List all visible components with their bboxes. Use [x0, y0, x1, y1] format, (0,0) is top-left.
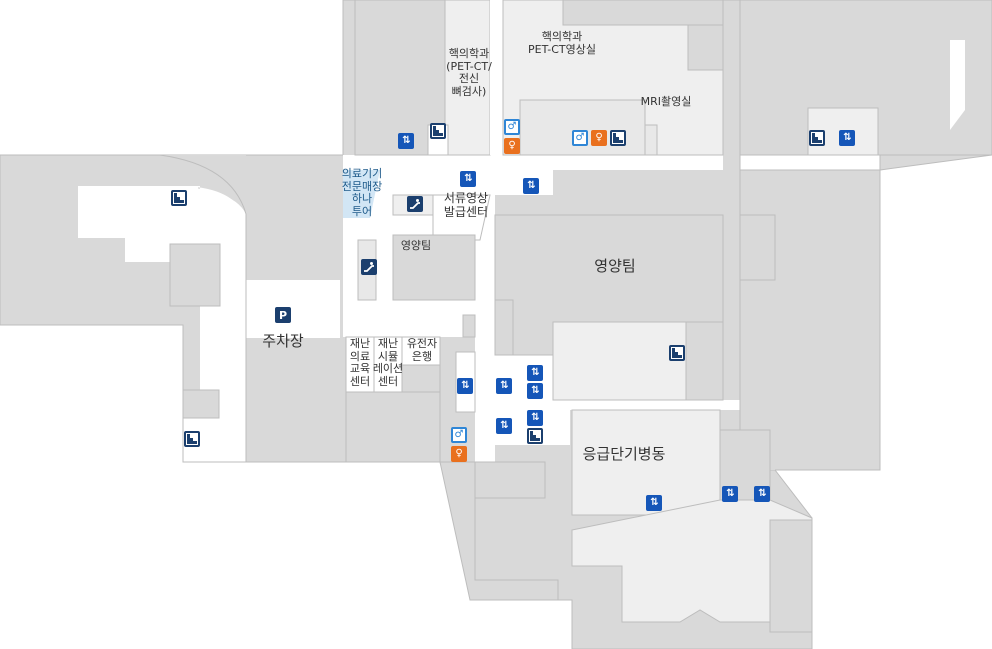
female-restroom-icon: ♀ [451, 446, 467, 462]
male-restroom-icon: ♂ [504, 119, 520, 135]
stairs-icon[interactable] [430, 123, 446, 139]
elevator-icon[interactable]: ⇅ [527, 365, 543, 381]
mri-room-label: MRI촬영실 [640, 95, 692, 108]
nutrition-small-label: 영양팀 [400, 239, 432, 252]
elevator-icon[interactable]: ⇅ [722, 486, 738, 502]
male-restroom-icon: ♂ [451, 427, 467, 443]
male-restroom-icon: ♂ [572, 130, 588, 146]
female-restroom-icon: ♀ [504, 138, 520, 154]
elevator-icon[interactable]: ⇅ [460, 171, 476, 187]
gene-bank-label: 유전자 은행 [406, 337, 438, 363]
stairs-icon[interactable] [669, 345, 685, 361]
stairs-icon[interactable] [171, 190, 187, 206]
elevator-icon[interactable]: ⇅ [527, 410, 543, 426]
document-center-label: 서류영상 발급센터 [443, 191, 489, 219]
disaster-simulation-label: 재난 시뮬 레이션 센터 [372, 337, 404, 388]
stairs-icon[interactable] [184, 431, 200, 447]
escalator-icon[interactable] [407, 196, 423, 212]
stairs-icon[interactable] [610, 130, 626, 146]
emergency-ward-label: 응급단기병동 [582, 445, 666, 463]
elevator-icon[interactable]: ⇅ [457, 378, 473, 394]
stairs-icon[interactable] [527, 428, 543, 444]
elevator-icon[interactable]: ⇅ [527, 383, 543, 399]
nuclear-petct-imaging-label: 핵의학과 PET-CT영상실 [527, 30, 597, 56]
elevator-icon[interactable]: ⇅ [646, 495, 662, 511]
elevator-icon[interactable]: ⇅ [839, 130, 855, 146]
device-store-label: 의료기기 전문매장 하나 투어 [341, 167, 383, 218]
elevator-icon[interactable]: ⇅ [754, 486, 770, 502]
elevator-icon[interactable]: ⇅ [496, 418, 512, 434]
parking-road [78, 186, 340, 462]
elevator-icon[interactable]: ⇅ [496, 378, 512, 394]
disaster-education-label: 재난 의료 교육 센터 [349, 337, 371, 388]
nutrition-large-label: 영양팀 [594, 257, 636, 275]
escalator-icon[interactable] [361, 259, 377, 275]
parking-label: 주차장 [262, 332, 304, 350]
parking-icon: P [275, 307, 291, 323]
elevator-icon[interactable]: ⇅ [398, 133, 414, 149]
stairs-icon[interactable] [809, 130, 825, 146]
nuclear-petct-bone-label: 핵의학과 (PET-CT/ 전신 뼈검사) [446, 47, 492, 98]
female-restroom-icon: ♀ [591, 130, 607, 146]
elevator-icon[interactable]: ⇅ [523, 178, 539, 194]
